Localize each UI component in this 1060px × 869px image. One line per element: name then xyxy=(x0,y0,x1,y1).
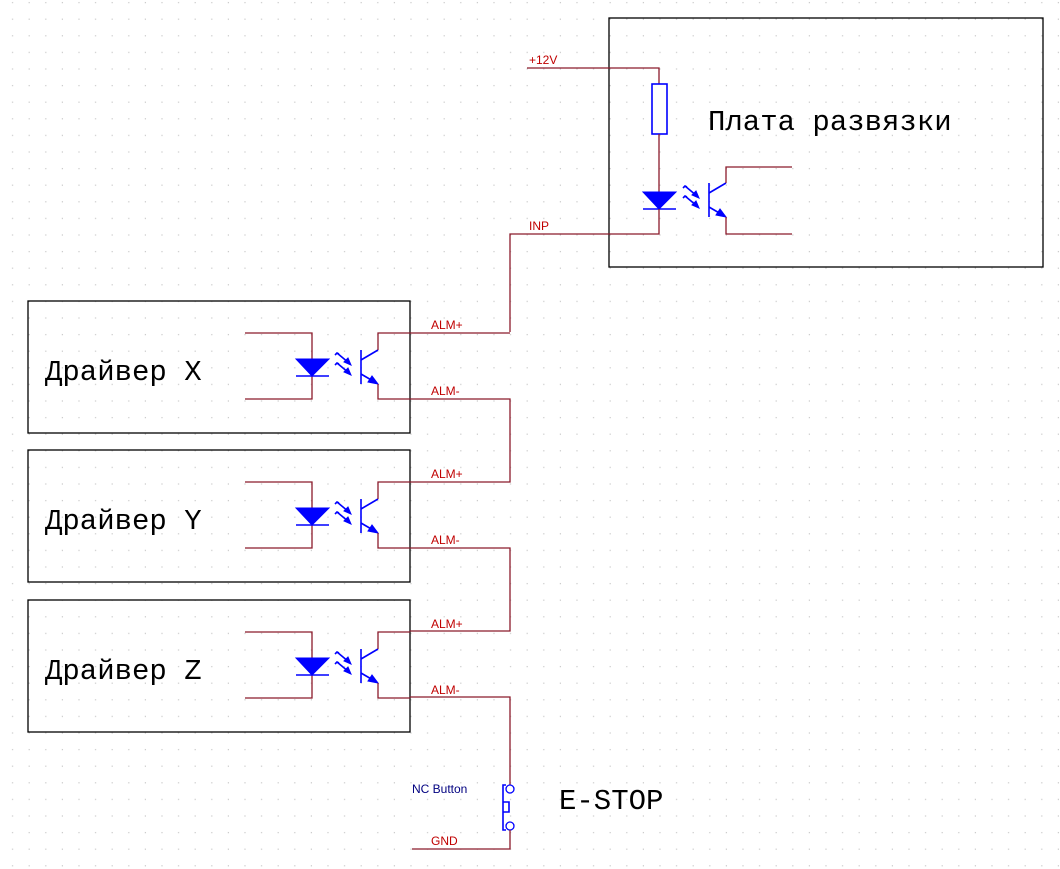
estop-contact-bottom-icon xyxy=(505,821,515,831)
driver-led-wire-top xyxy=(245,481,313,508)
driver-border xyxy=(27,300,411,434)
driver-emitter-wire xyxy=(377,384,410,400)
wire-inp xyxy=(509,209,660,332)
wire-x-minus-to-y-plus xyxy=(410,398,511,483)
driver-led-wire-bottom xyxy=(245,376,313,400)
net-label-12v: +12V xyxy=(529,53,557,67)
driver-led-icon xyxy=(294,358,331,377)
driver-block: Драйвер Y ALM+ ALM- xyxy=(27,449,463,583)
net-label-inp: INP xyxy=(529,219,549,233)
driver-collector-wire xyxy=(377,631,410,649)
net-label-alm-minus: ALM- xyxy=(431,683,460,697)
driver-led-wire-top xyxy=(245,332,313,359)
driver-emitter-wire xyxy=(377,533,410,549)
driver-block: Драйвер Z ALM+ ALM- xyxy=(27,599,463,733)
estop-button: NC Button E-STOP xyxy=(412,782,663,831)
estop-actuator-icon xyxy=(503,801,510,813)
driver-border xyxy=(27,599,411,733)
estop-contact-top-icon xyxy=(505,784,515,794)
driver-led-icon xyxy=(294,507,331,526)
resistor-icon xyxy=(651,83,668,135)
wire-z-minus-to-estop xyxy=(410,696,511,785)
driver-led-icon xyxy=(294,657,331,676)
driver-led-wire-bottom xyxy=(245,525,313,549)
net-label-alm-plus: ALM+ xyxy=(431,617,463,631)
isolation-board-title: Плата развязки xyxy=(708,106,952,139)
driver-emitter-wire xyxy=(377,683,410,699)
wire-gnd xyxy=(412,830,511,850)
net-label-alm-minus: ALM- xyxy=(431,533,460,547)
driver-collector-wire xyxy=(377,332,410,350)
driver-border xyxy=(27,449,411,583)
net-label-alm-plus: ALM+ xyxy=(431,467,463,481)
driver-collector-wire xyxy=(377,481,410,499)
wire-iso-collector xyxy=(725,166,792,183)
isolation-board: Плата развязки +12V INP xyxy=(509,17,1044,332)
wire-12v xyxy=(527,67,660,84)
isolation-board-border xyxy=(608,17,1044,268)
wire-y-minus-to-z-plus xyxy=(410,547,511,632)
driver-led-wire-bottom xyxy=(245,675,313,699)
wire-iso-emitter xyxy=(725,217,792,235)
driver-title: Драйвер X xyxy=(45,356,202,389)
net-label-alm-plus: ALM+ xyxy=(431,318,463,332)
driver-block: Драйвер X ALM+ ALM- xyxy=(27,300,510,434)
net-label-gnd: GND xyxy=(431,834,458,848)
driver-title: Драйвер Z xyxy=(45,655,202,688)
estop-part-label: NC Button xyxy=(412,782,467,796)
driver-led-wire-top xyxy=(245,631,313,658)
driver-title: Драйвер Y xyxy=(45,505,202,538)
estop-bar-icon xyxy=(502,784,506,831)
net-label-alm-minus: ALM- xyxy=(431,384,460,398)
estop-title: E-STOP xyxy=(559,785,663,818)
